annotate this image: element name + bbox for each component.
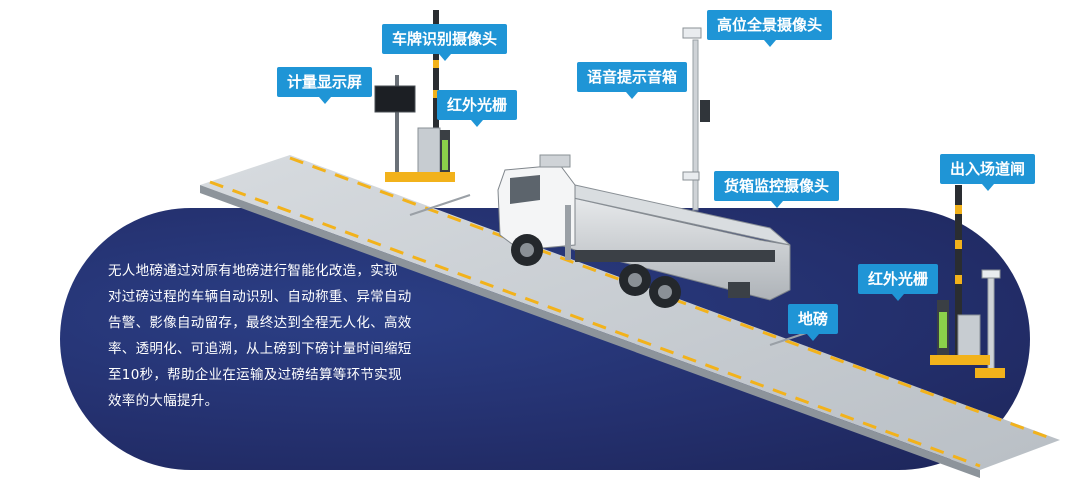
description-line: 至10秒，帮助企业在运输及过磅结算等环节实现: [108, 367, 402, 383]
description-line: 对过磅过程的车辆自动识别、自动称重、异常自动: [108, 289, 412, 305]
weighbridge-platform: [200, 155, 1060, 478]
cargo-camera-label: 货箱监控摄像头: [714, 171, 840, 208]
left-equipment: [374, 10, 455, 182]
description-line: 告警、影像自动留存，最终达到全程无人化、高效: [108, 315, 412, 331]
display-screen-label: 计量显示屏: [277, 67, 373, 104]
exit-gate-label: 出入场道闸: [940, 154, 1036, 191]
description-text: 无人地磅通过对原有地磅进行智能化改造，实现 对过磅过程的车辆自动识别、自动称重、…: [108, 258, 448, 414]
high-camera-label: 高位全景摄像头: [707, 10, 833, 47]
plate-camera-label: 车牌识别摄像头: [382, 24, 508, 61]
description-line: 率、透明化、可追溯，从上磅到下磅计量时间缩短: [108, 341, 412, 357]
infrared-grating-right-label: 红外光栅: [858, 264, 939, 301]
infrared-grating-left-label: 红外光栅: [437, 90, 518, 127]
description-line: 无人地磅通过对原有地磅进行智能化改造，实现: [108, 263, 398, 279]
camera-pole: [682, 27, 710, 211]
right-equipment: [930, 185, 1005, 378]
truck: [497, 154, 791, 308]
voice-speaker-label: 语音提示音箱: [577, 62, 688, 99]
description-line: 效率的大幅提升。: [108, 393, 219, 409]
scale-label: 地磅: [788, 304, 839, 341]
